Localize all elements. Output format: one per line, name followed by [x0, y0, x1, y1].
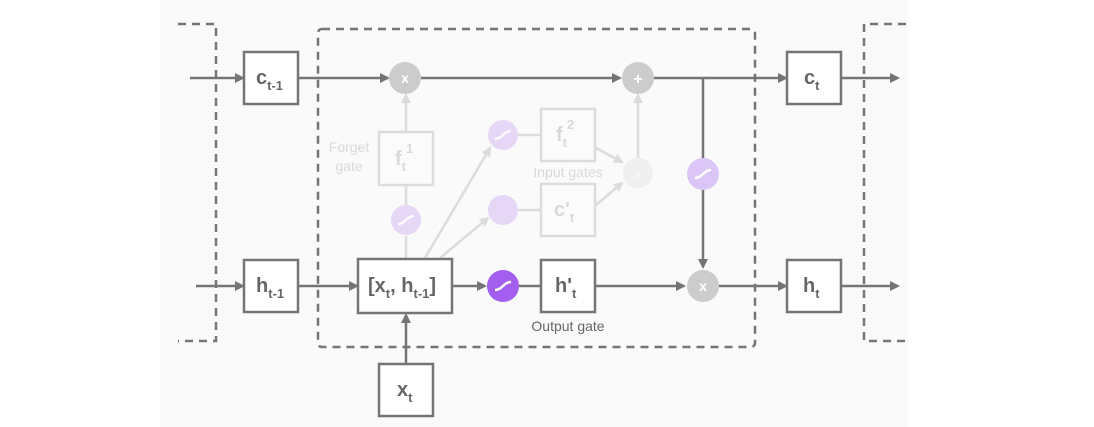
add-symbol: +	[633, 71, 642, 88]
h-next-box	[785, 258, 843, 314]
sigmoid-curve-icon	[397, 214, 415, 226]
sigmoid-curve-icon	[494, 280, 512, 292]
candidate-to-multiply-arrow	[595, 181, 624, 206]
forget-gate-caption-line1: Forget	[329, 139, 370, 155]
output-multiply-symbol: x	[699, 278, 707, 294]
previous-cell-boundary	[178, 22, 218, 343]
forget-gate-label: ft1	[395, 141, 413, 174]
inactive-gates-group: ft1 Forget gate ft2 c't x Input gates	[329, 93, 653, 259]
input-gates-caption: Input gates	[533, 164, 602, 180]
input-sigmoid-node	[488, 120, 518, 150]
input-gate-label: ft2	[556, 117, 574, 150]
h-next-label: ht	[803, 275, 820, 301]
h-prev-label: ht-1	[256, 275, 284, 301]
input-multiply-node	[623, 158, 653, 188]
c-next-box	[785, 50, 843, 106]
concat-box	[356, 257, 454, 315]
input-gate-box	[539, 107, 597, 163]
candidate-activation-node	[488, 195, 518, 225]
c-next-label: ct	[804, 67, 820, 93]
candidate-cell-box	[539, 182, 597, 238]
concat-to-input-sigmoid-arrow	[423, 146, 492, 259]
output-gate-label: h't	[555, 275, 577, 301]
x-input-label: xt	[397, 379, 413, 405]
output-gate-caption: Output gate	[531, 318, 604, 334]
sigmoid-curve-icon	[494, 129, 512, 141]
forget-sigmoid-node	[391, 205, 421, 235]
forget-gate-box	[377, 130, 435, 187]
forget-multiply-node	[389, 62, 421, 94]
x-input-box	[377, 362, 435, 418]
forget-gate-caption-line2: gate	[335, 158, 362, 174]
output-gate-box	[539, 258, 597, 314]
concat-label: [xt, ht-1]	[368, 275, 436, 301]
c-prev-box	[242, 50, 300, 106]
output-multiply-node	[687, 270, 719, 302]
concat-to-tanh-arrow	[439, 216, 490, 259]
input-multiply-symbol: x	[635, 165, 642, 181]
lstm-cell-boundary	[316, 27, 757, 349]
next-cell-boundary	[862, 22, 906, 343]
forget-multiply-symbol: x	[401, 70, 409, 86]
add-node	[622, 62, 654, 94]
candidate-cell-label: c't	[554, 199, 575, 225]
h-prev-box	[242, 258, 300, 314]
sigmoid-curve-icon	[694, 168, 712, 180]
input-gate-to-multiply-arrow	[595, 146, 624, 164]
c-prev-label: ct-1	[256, 67, 283, 93]
